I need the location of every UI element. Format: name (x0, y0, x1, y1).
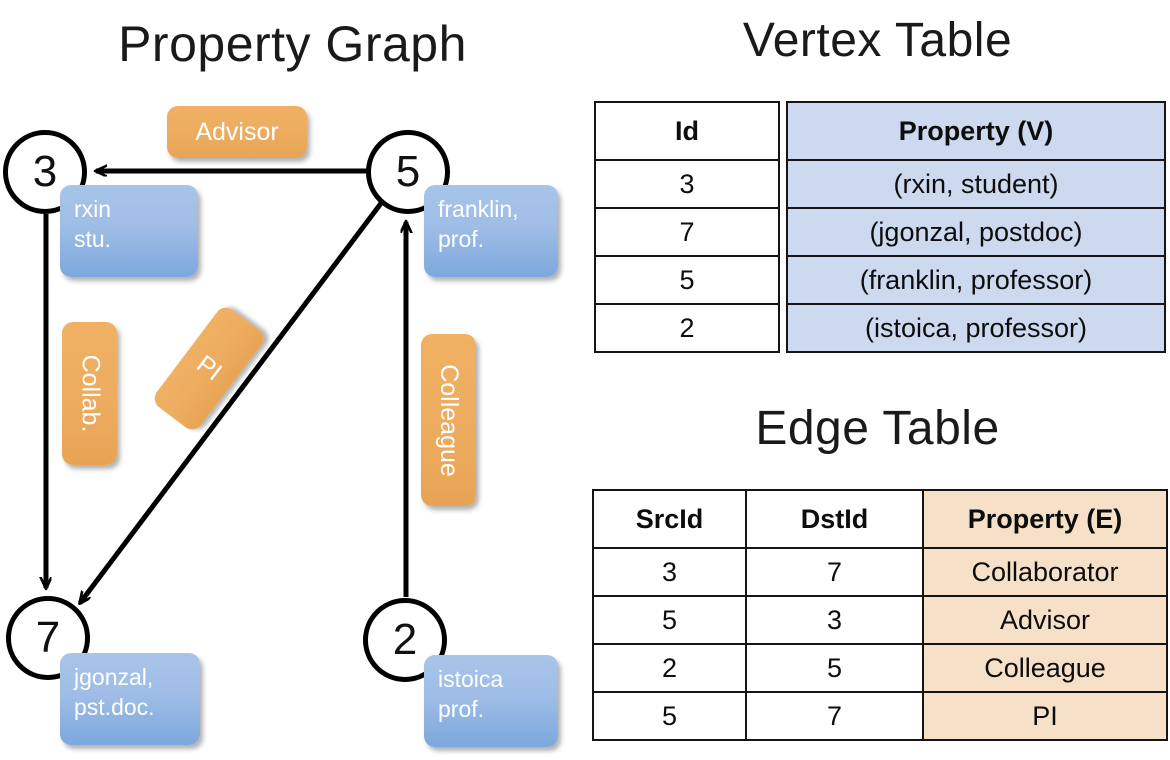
table-header-row: SrcId DstId (592, 489, 924, 549)
table-row[interactable]: (franklin, professor) (786, 255, 1166, 305)
edge-src-cell: 3 (592, 547, 747, 597)
vertex-property-box-3[interactable]: rxin stu. (60, 185, 198, 277)
vertex-property-cell: (istoica, professor) (786, 303, 1166, 353)
table-row[interactable]: (rxin, student) (786, 159, 1166, 209)
vertex-id-cell: 7 (594, 207, 780, 257)
page-title-edge-table: Edge Table (755, 402, 1000, 455)
column-header-srcid: SrcId (592, 489, 747, 549)
edge-dst-cell: 7 (745, 547, 924, 597)
vertex-circle-5[interactable]: 5 (366, 130, 450, 214)
edge-label-advisor-text: Advisor (195, 117, 279, 146)
edge-label-pi-text: PI (191, 349, 228, 387)
vertex-property-cell: (rxin, student) (786, 159, 1166, 209)
vertex-property-box-2[interactable]: istoica prof. (424, 655, 558, 747)
edge-dst-cell: 7 (745, 691, 924, 741)
vertex-property-cell: (jgonzal, postdoc) (786, 207, 1166, 257)
edge-src-cell: 5 (592, 691, 747, 741)
edge-label-advisor[interactable]: Advisor (167, 106, 307, 158)
vertex-circle-2[interactable]: 2 (363, 598, 447, 682)
column-header-id: Id (594, 101, 780, 161)
vertex-property-line-1: istoica (438, 666, 504, 692)
edge-table-property-column: Property (E) Collaborator Advisor Collea… (922, 489, 1168, 741)
vertex-table-id-column: Id 3 7 5 2 (594, 101, 780, 353)
edge-src-cell: 5 (592, 595, 747, 645)
table-row[interactable]: 2 5 (592, 643, 924, 693)
table-row[interactable]: Advisor (922, 595, 1168, 645)
edge-dst-cell: 5 (745, 643, 924, 693)
edge-property-cell: Advisor (922, 595, 1168, 645)
edge-table-id-columns: SrcId DstId 3 7 5 3 2 5 5 7 (592, 489, 924, 741)
edge-label-colleague-text: Colleague (435, 363, 463, 477)
vertex-table-property-column: Property (V) (rxin, student) (jgonzal, p… (786, 101, 1166, 353)
table-row[interactable]: 2 (594, 303, 780, 353)
vertex-property-box-5[interactable]: franklin, prof. (424, 185, 558, 277)
vertex-property-box-7[interactable]: jgonzal, pst.doc. (60, 653, 200, 745)
table-header-row: Id (594, 101, 780, 161)
vertex-id-cell: 5 (594, 255, 780, 305)
vertex-property-line-2: prof. (438, 226, 485, 252)
table-row[interactable]: (istoica, professor) (786, 303, 1166, 353)
vertex-property-line-2: stu. (74, 226, 112, 252)
table-row[interactable]: 3 (594, 159, 780, 209)
column-header-property-e: Property (E) (922, 489, 1168, 549)
edge-src-cell: 2 (592, 643, 747, 693)
table-row[interactable]: Colleague (922, 643, 1168, 693)
vertex-property-line-2: prof. (438, 696, 485, 722)
vertex-property-line-1: franklin, (438, 196, 519, 222)
edge-label-colleague[interactable]: Colleague (421, 334, 476, 506)
vertex-id-cell: 3 (594, 159, 780, 209)
vertex-property-line-2: pst.doc. (74, 694, 155, 720)
vertex-property-cell: (franklin, professor) (786, 255, 1166, 305)
edge-property-cell: Colleague (922, 643, 1168, 693)
vertex-property-line-1: rxin (74, 196, 112, 222)
page-title-vertex-table: Vertex Table (742, 14, 1013, 67)
table-row[interactable]: 5 7 (592, 691, 924, 741)
vertex-id-cell: 2 (594, 303, 780, 353)
edge-dst-cell: 3 (745, 595, 924, 645)
page-title-property-graph: Property Graph (118, 16, 467, 72)
table-row[interactable]: PI (922, 691, 1168, 741)
property-graph-diagram: 3 5 7 2 rxin stu. franklin, prof. jgonza… (0, 0, 585, 760)
edge-label-collab[interactable]: Collab. (62, 322, 117, 465)
edge-property-cell: PI (922, 691, 1168, 741)
vertex-property-line-1: jgonzal, (74, 664, 154, 690)
table-header-row: Property (V) (786, 101, 1166, 161)
table-row[interactable]: 3 7 (592, 547, 924, 597)
column-header-dstid: DstId (745, 489, 924, 549)
table-row[interactable]: 5 3 (592, 595, 924, 645)
edge-property-cell: Collaborator (922, 547, 1168, 597)
edge-arrow-5-to-7 (78, 200, 384, 603)
column-header-property-v: Property (V) (786, 101, 1166, 161)
table-header-row: Property (E) (922, 489, 1168, 549)
table-row[interactable]: 5 (594, 255, 780, 305)
table-row[interactable]: 7 (594, 207, 780, 257)
graph-edge-arrows (0, 0, 585, 760)
edge-label-collab-text: Collab. (76, 354, 105, 433)
table-row[interactable]: (jgonzal, postdoc) (786, 207, 1166, 257)
table-row[interactable]: Collaborator (922, 547, 1168, 597)
